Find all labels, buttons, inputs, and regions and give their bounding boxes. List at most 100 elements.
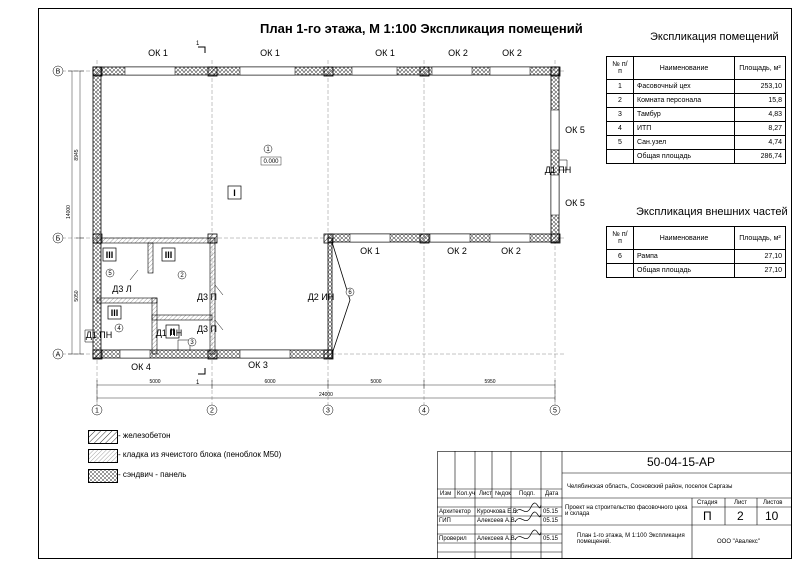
- person: Курочкова Е.В.: [477, 509, 519, 515]
- stage-value: П: [703, 509, 712, 523]
- room-number: 6: [348, 290, 352, 296]
- axis-number: 3: [326, 408, 330, 415]
- date: 05.15: [543, 509, 559, 515]
- sheets-head: Листов: [763, 500, 783, 506]
- block-swatch: [88, 449, 118, 463]
- zone-numeral: III: [165, 250, 173, 260]
- window-label: ОК 2: [501, 246, 521, 256]
- person: Алексеев А.В.: [477, 518, 517, 524]
- cut-mark: 1: [196, 380, 200, 386]
- axis-letter: Б: [56, 236, 61, 243]
- sheet-value: 2: [737, 509, 744, 523]
- cut-mark: 1: [196, 41, 200, 47]
- room-number: 3: [190, 340, 194, 346]
- project-name: Проект на строительство фасовочного цеха…: [565, 505, 688, 517]
- sandwich-swatch: [88, 469, 118, 483]
- zone-numeral: II: [170, 327, 175, 337]
- role: ГИП: [439, 518, 451, 524]
- window-label: ОК 1: [375, 48, 395, 58]
- rooms-table-caption: Экспликация помещений: [650, 31, 779, 43]
- door-label: Д1 ПН: [86, 330, 113, 340]
- door-label: Д1 ПН: [545, 165, 572, 175]
- zone-numeral: III: [111, 308, 119, 318]
- sheets-value: 10: [765, 509, 779, 523]
- title-block: 50-04-15-АР Челябинская область, Сосновс…: [437, 451, 792, 559]
- dimension: 6000: [264, 379, 275, 385]
- stage-head: Стадия: [697, 500, 718, 506]
- drawing-code: 50-04-15-АР: [647, 455, 716, 469]
- window-label: ОК 1: [260, 48, 280, 58]
- title-block-grid: [437, 451, 792, 559]
- dimension: 5000: [370, 379, 381, 385]
- room-number: 2: [180, 273, 184, 279]
- door-label: Д3 Л: [112, 284, 132, 294]
- door-label: Д3 П: [197, 292, 217, 302]
- col-head: Лист: [479, 491, 493, 497]
- zone-numeral: I: [233, 188, 236, 198]
- axis-letter: В: [56, 69, 61, 76]
- sheet-head: Лист: [734, 500, 748, 506]
- room-number: 1: [266, 147, 270, 153]
- dimension-total: 24000: [319, 392, 333, 398]
- axis-number: 2: [210, 408, 214, 415]
- col-head: № п/ п: [606, 56, 634, 80]
- window-label: ОК 1: [360, 246, 380, 256]
- sheet-title: План 1-го этажа, М 1:100 Экспликация пом…: [577, 533, 685, 545]
- door-label: Д1 ПН: [156, 328, 183, 338]
- dimension: 5950: [484, 379, 495, 385]
- zone-numeral: III: [106, 250, 114, 260]
- person: Алексеев А.В.: [477, 536, 517, 542]
- signature-icon: [514, 502, 542, 541]
- room-number: 5: [108, 271, 112, 277]
- page-title: План 1-го этажа, М 1:100 Экспликация пом…: [260, 21, 583, 36]
- level-mark: 0.000: [263, 159, 279, 165]
- window-label: ОК 5: [565, 125, 585, 135]
- door-label: Д2 ИН: [308, 292, 335, 302]
- window-label: ОК 2: [447, 246, 467, 256]
- col-head: № п/ п: [606, 226, 634, 250]
- door-label: Д3 П: [197, 324, 217, 334]
- external-table-caption: Экспликация внешних частей: [636, 206, 788, 218]
- window-label: ОК 4: [131, 362, 151, 372]
- dimension: 5050: [74, 290, 80, 301]
- role: Проверил: [439, 536, 467, 542]
- col-head: Наименование: [633, 226, 735, 250]
- dimension: 8945: [74, 149, 80, 160]
- axis-number: 5: [553, 408, 557, 415]
- window-label: ОК 5: [565, 198, 585, 208]
- col-head: Дата: [545, 491, 559, 497]
- col-head: Кол.уч: [457, 491, 475, 497]
- location: Челябинская область, Сосновский район, п…: [567, 484, 733, 490]
- dimension: 5000: [149, 379, 160, 385]
- axis-letter: А: [56, 352, 61, 359]
- dimension-total: 14000: [66, 205, 72, 219]
- col-head: Изм: [440, 491, 452, 497]
- col-head: №док: [495, 491, 511, 497]
- window-label: ОК 3: [248, 360, 268, 370]
- window-label: ОК 2: [448, 48, 468, 58]
- col-head: Подп.: [519, 491, 535, 497]
- date: 05.15: [543, 536, 559, 542]
- sheet-frame: [38, 8, 792, 559]
- axis-number: 4: [422, 408, 426, 415]
- col-head: Наименование: [633, 56, 735, 80]
- axis-number: 1: [95, 408, 99, 415]
- col-head: Площадь, м²: [734, 226, 786, 250]
- date: 05.15: [543, 518, 559, 524]
- concrete-swatch: [88, 430, 118, 444]
- role: Архитектор: [439, 509, 471, 515]
- window-label: ОК 2: [502, 48, 522, 58]
- room-number: 4: [117, 326, 121, 332]
